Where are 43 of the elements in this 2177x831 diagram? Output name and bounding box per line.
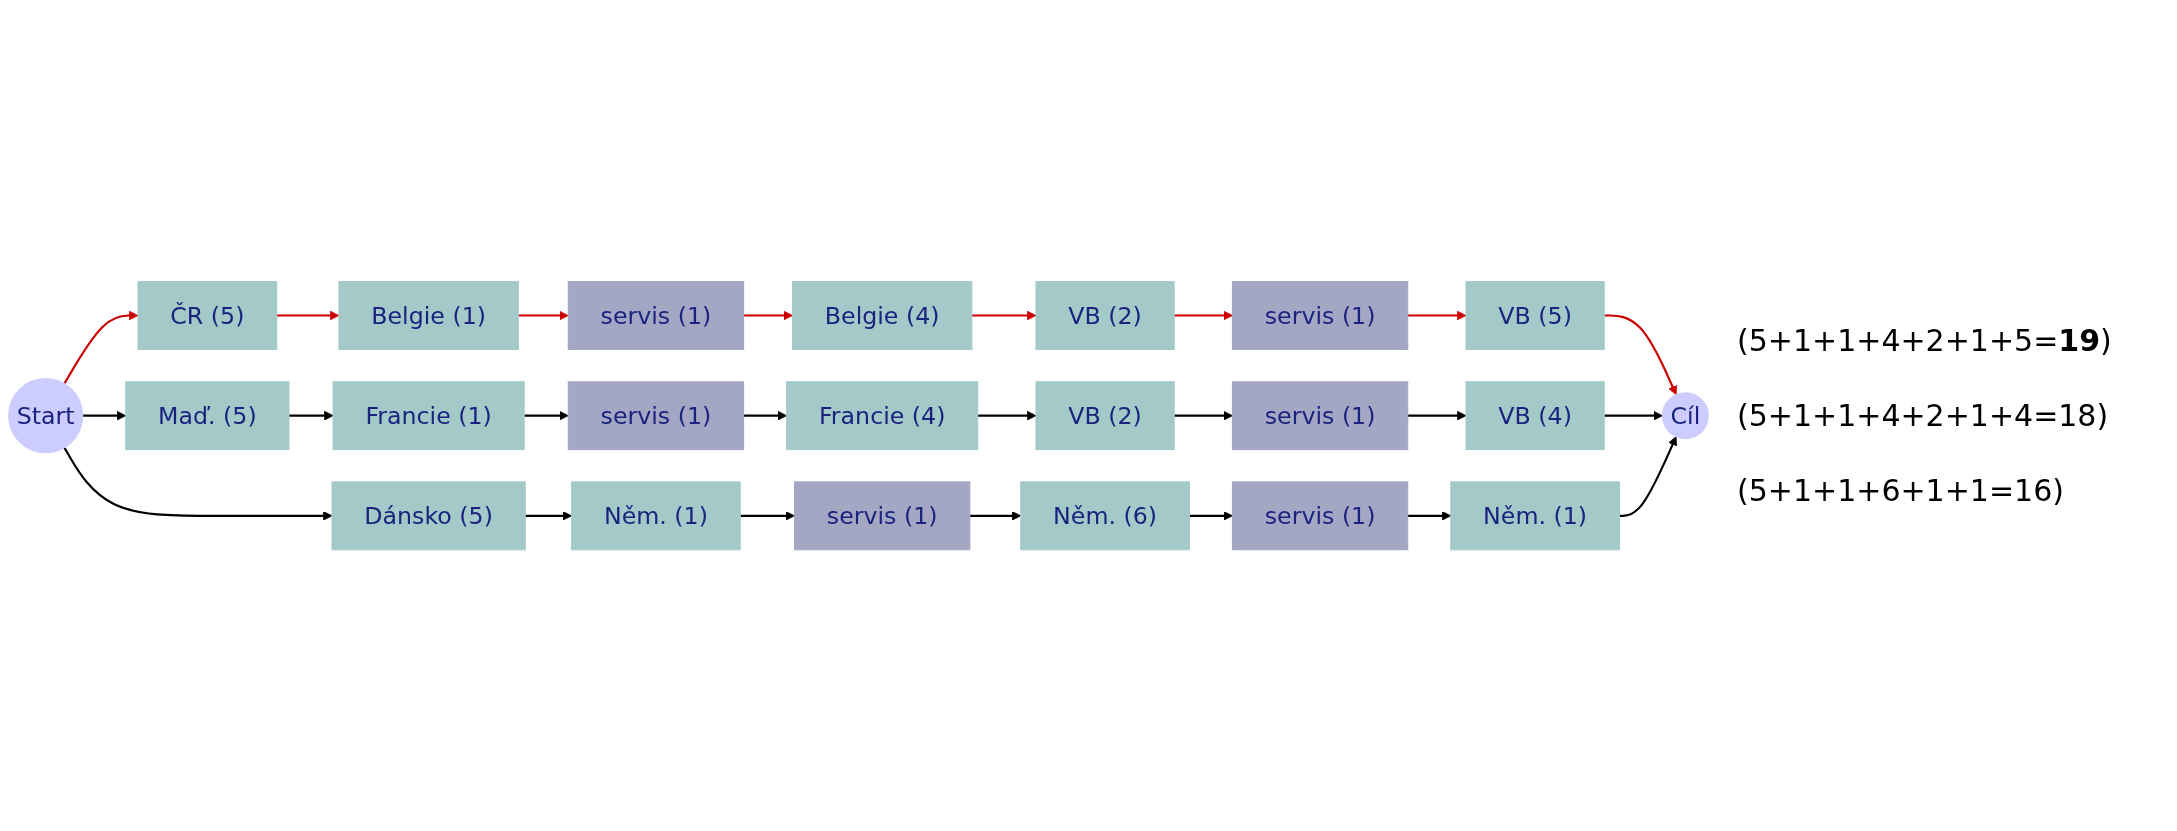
node-box <box>567 280 745 350</box>
arrow <box>1604 314 1677 395</box>
node-box <box>137 280 278 350</box>
arrow <box>63 446 333 521</box>
node-box <box>1035 381 1175 450</box>
node-box <box>792 280 973 350</box>
node-box <box>1020 481 1190 551</box>
arrow <box>518 310 569 321</box>
arrow <box>977 410 1037 421</box>
arrow <box>524 410 569 421</box>
arrow <box>740 510 795 521</box>
node-box <box>567 381 745 450</box>
node-box <box>125 381 290 450</box>
node-box <box>338 280 519 350</box>
flow-diagram: Start ČR (5) Belgie (1) servis (1) Belgie (4) VB (2) servis (1) VB (5) Maď. (5) Francie (1) servis (1) Francie (4) VB (2) servis (1) VB (4) Dánsko (5) Něm. (1) servis (1) Něm. (6) servis (1) Něm. (1) Cíl <box>0 272 1717 559</box>
arrow <box>1174 410 1233 421</box>
sum-text: (5+1+1+6+1+1=16) <box>1737 473 2065 508</box>
arrow <box>971 310 1037 321</box>
arrow <box>743 310 793 321</box>
node-circle <box>1661 392 1709 439</box>
node-box <box>1465 280 1605 350</box>
node-box <box>794 481 971 551</box>
arrow <box>1604 410 1663 421</box>
sum-text: (5+1+1+4+2+1+5=19) <box>1737 323 2113 358</box>
node-box <box>1231 280 1409 350</box>
node-box <box>571 481 741 551</box>
arrow <box>288 410 334 421</box>
node-circle <box>8 377 84 454</box>
arrow <box>1407 310 1467 321</box>
node-box <box>1465 381 1605 450</box>
arrow <box>1174 310 1233 321</box>
node-box <box>1450 481 1620 551</box>
node-box <box>1231 481 1409 551</box>
arrow <box>1619 436 1677 517</box>
node-box <box>331 481 526 551</box>
arrow <box>63 310 139 385</box>
node-box <box>1035 280 1175 350</box>
arrow <box>1189 510 1233 521</box>
node-box <box>332 381 525 450</box>
node-box <box>786 381 979 450</box>
sum-text: (5+1+1+4+2+1+4=18) <box>1737 398 2110 433</box>
node-box <box>1231 381 1409 450</box>
arrow <box>1407 410 1467 421</box>
